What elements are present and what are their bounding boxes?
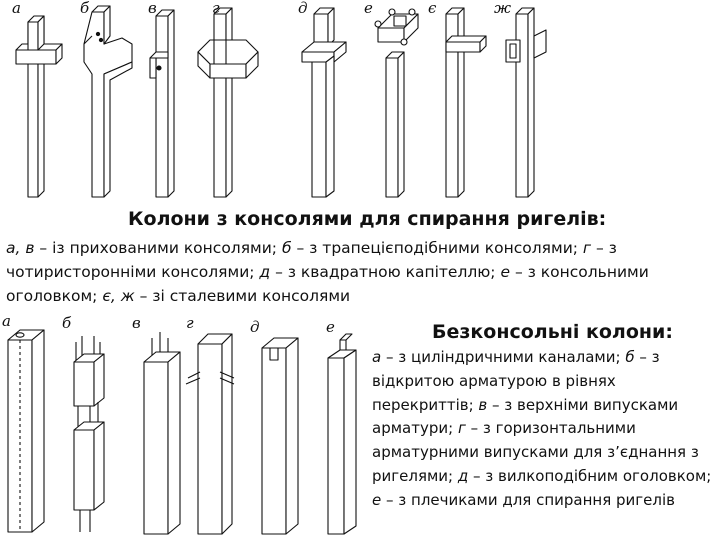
column-e-shoulders [327, 333, 357, 535]
label-bottom-b: б [62, 314, 72, 332]
top-caption: а, в – із прихованими консолями; б – з т… [6, 236, 718, 308]
caption-text: – з трапецієподібними консолями; [291, 239, 583, 257]
label-top-b: б [80, 0, 90, 17]
label-top-e: е [364, 0, 373, 17]
column-g-horizontal-outlets [185, 333, 235, 535]
column-a-hidden-console [15, 15, 63, 198]
label-bottom-e: е [326, 318, 335, 336]
caption-letter: д [259, 263, 271, 281]
label-bottom-d: д [250, 318, 260, 336]
label-top-zh: ж [494, 0, 512, 17]
caption-text: – з верхніми випусками арматури; [372, 395, 679, 438]
label-bottom-a: а [2, 312, 11, 330]
caption-text: – з консольними оголовком; [6, 263, 649, 305]
column-b-trapezoidal-console [83, 5, 133, 198]
caption-letter: г [582, 239, 592, 257]
label-bottom-v: в [132, 314, 141, 332]
caption-text: – з горизонтальними арматурними випускам… [372, 419, 699, 485]
label-bottom-g: г [186, 314, 194, 332]
column-ye-steel-console [445, 7, 487, 198]
column-e-cantilever-head [374, 8, 419, 198]
caption-text: – з плечиками для спирання ригелів [381, 490, 675, 509]
column-a-cylindrical-channels [7, 329, 45, 533]
top-title: Колони з консолями для спирання ригелів: [128, 208, 607, 230]
column-d-forked-head [261, 337, 299, 535]
column-d-square-capital [301, 7, 347, 198]
caption-text: – з вилкоподібним оголовком; [468, 466, 712, 485]
caption-letter: а [372, 348, 382, 366]
label-top-ye: є [428, 0, 437, 17]
caption-letter: є, ж [102, 287, 135, 305]
bottom-caption: а – з циліндричними каналами; б – з відк… [372, 346, 717, 513]
caption-text: – з квадратною капітеллю; [270, 263, 501, 281]
label-top-g: г [212, 0, 220, 17]
label-top-a: а [12, 0, 21, 17]
caption-letter: в [478, 395, 488, 414]
label-top-d: д [298, 0, 308, 17]
caption-letter: г [457, 419, 466, 438]
column-zh-steel-console [505, 7, 547, 198]
caption-text: – з чотиристоронніми консолями; [6, 239, 617, 281]
bottom-title: Безконсольні колони: [432, 321, 673, 343]
caption-text: – із прихованими консолями; [34, 239, 282, 257]
caption-text: – з циліндричними каналами; [381, 348, 626, 366]
column-g-four-sided-console [197, 7, 259, 198]
caption-letter: е [500, 263, 511, 281]
caption-text: – зі сталевими консолями [134, 287, 351, 305]
caption-letter: д [457, 466, 469, 485]
caption-letter: б [625, 348, 635, 366]
caption-letter: б [281, 239, 292, 257]
caption-text: – з відкритою арматурою в рівнях перекри… [372, 348, 660, 414]
column-b-open-reinforcement [73, 336, 105, 532]
caption-letter: е [372, 490, 382, 509]
label-top-v: в [148, 0, 157, 17]
column-v-hidden-console [149, 9, 175, 198]
caption-letter: а, в [6, 239, 35, 257]
column-v-top-outlets [143, 332, 181, 535]
